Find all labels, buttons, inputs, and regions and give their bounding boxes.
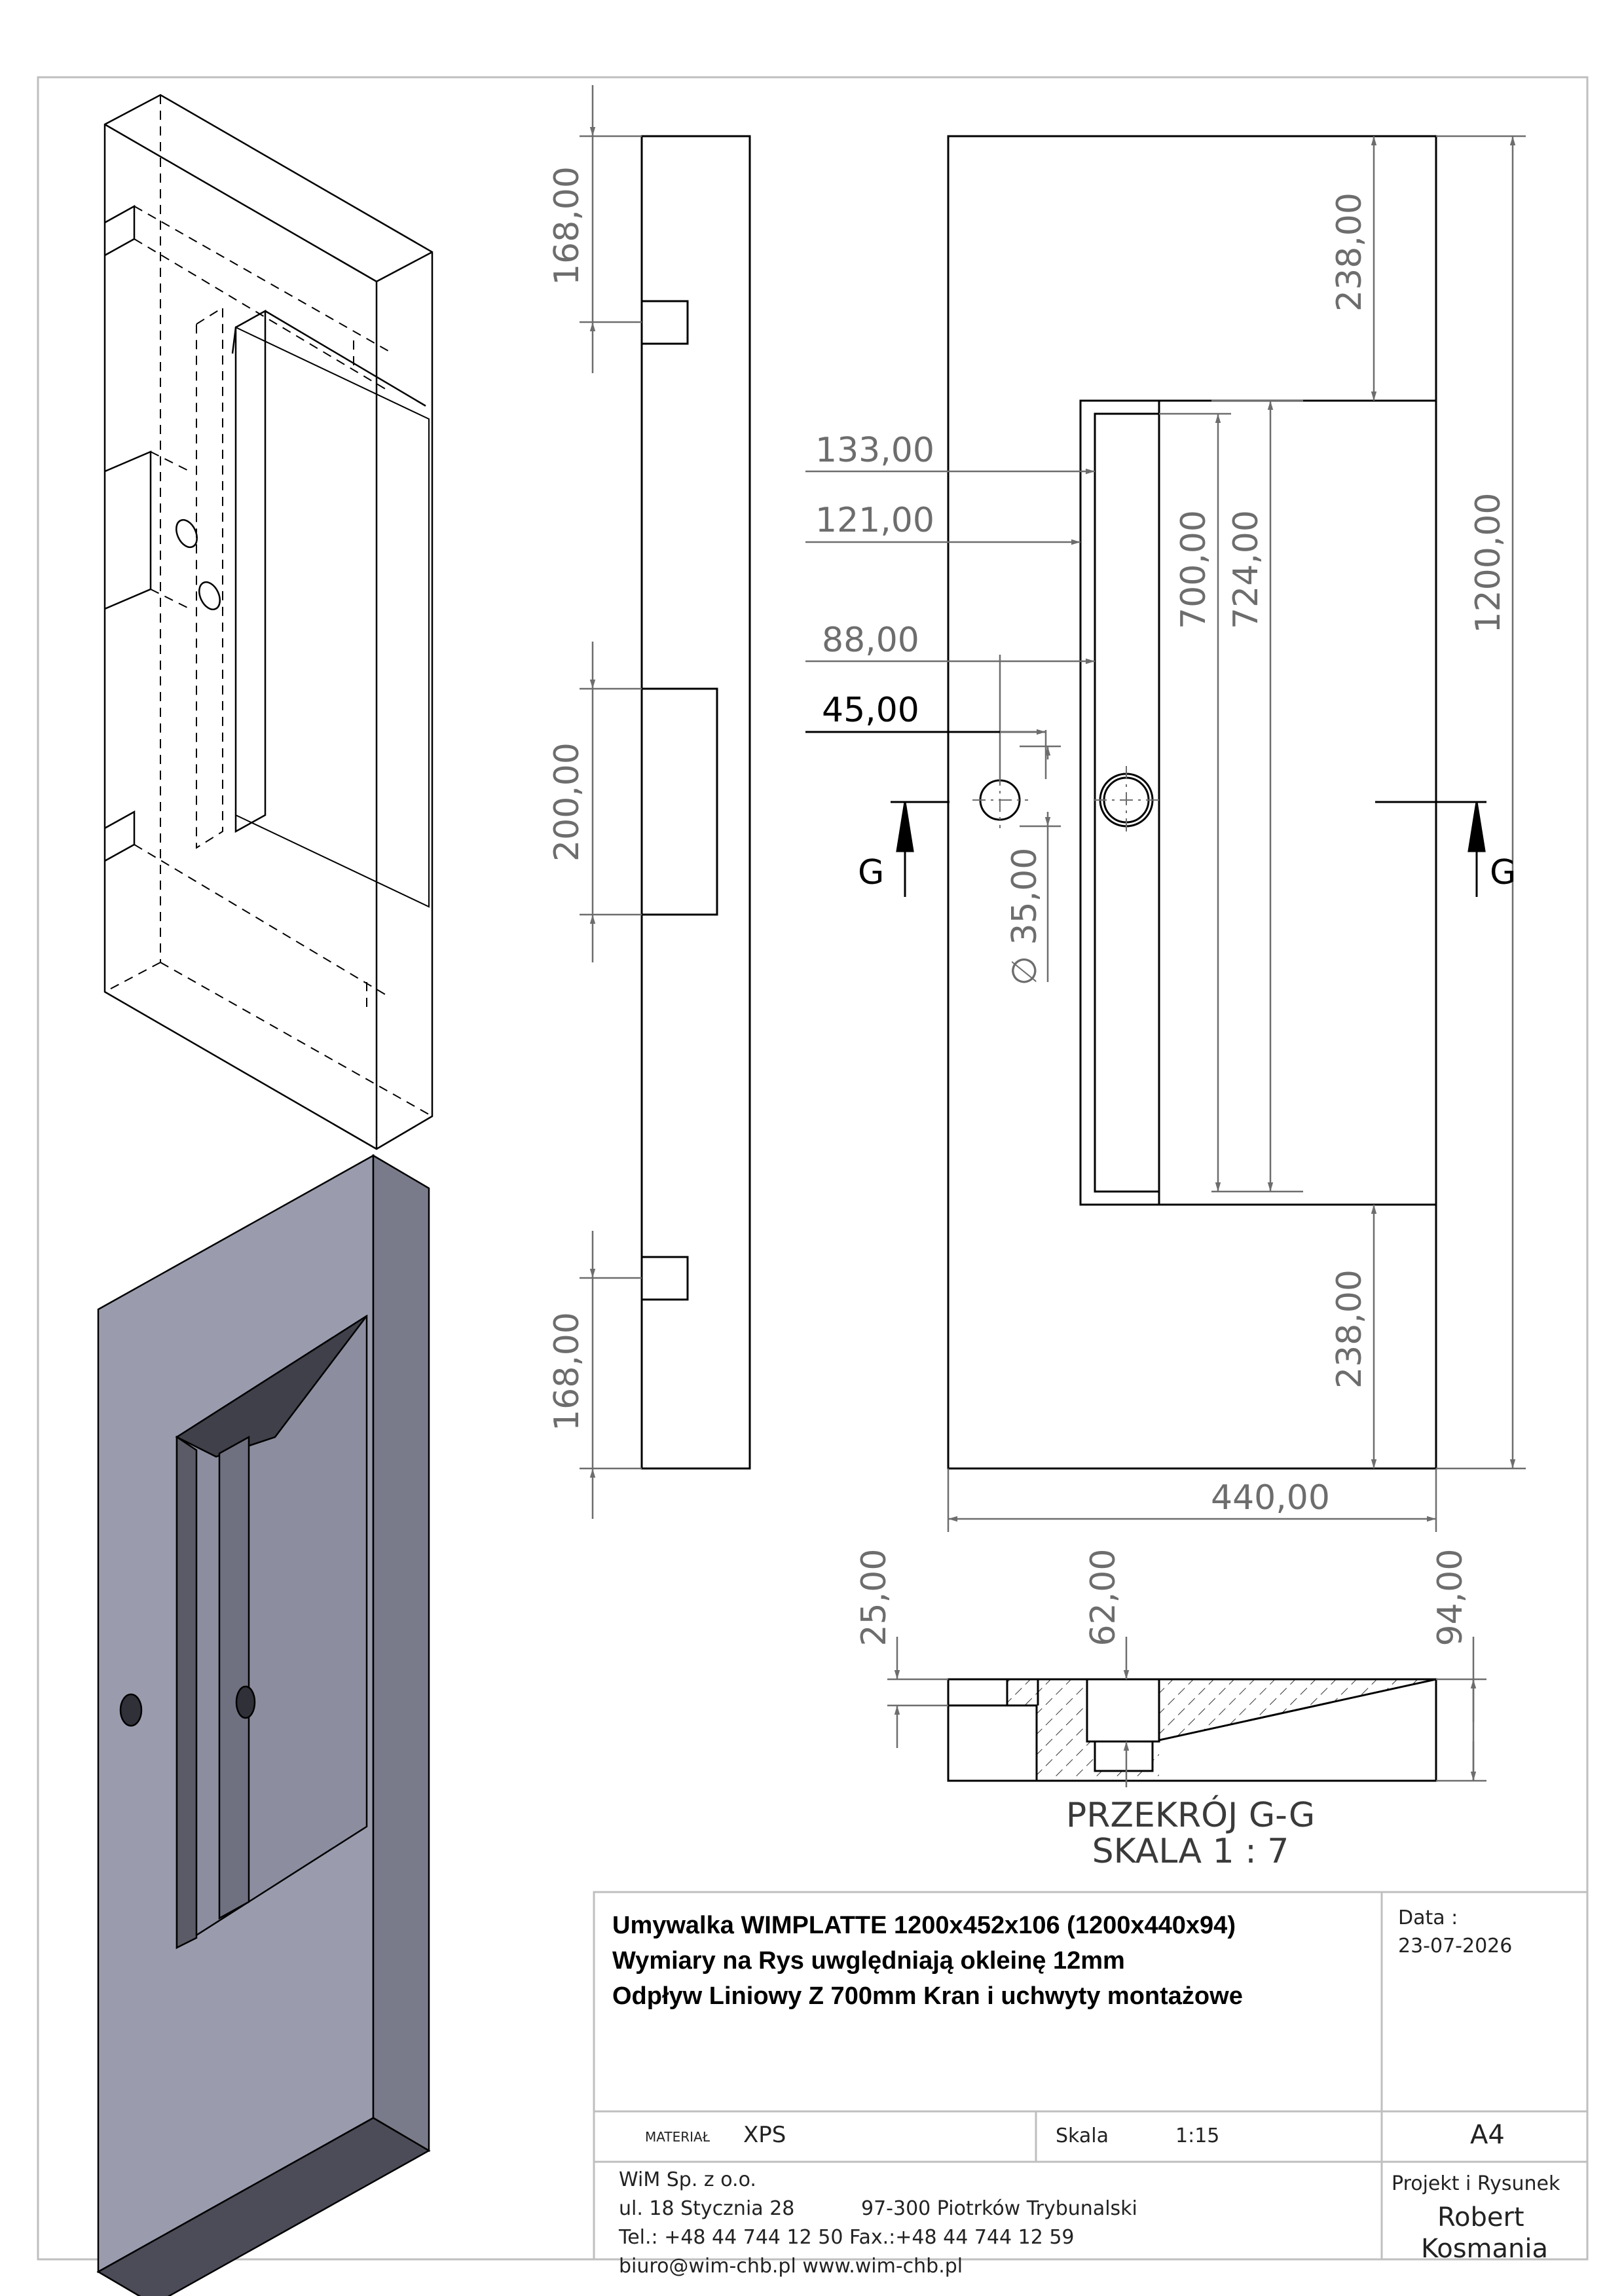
dim-section-62: 62,00	[1084, 1549, 1123, 1647]
section-title: PRZEKRÓJ G-G	[1066, 1795, 1315, 1835]
dim-front-width: 440,00	[1211, 1478, 1330, 1518]
side-view: 168,00 200,00 168,00	[547, 85, 751, 1519]
dim-section-94: 94,00	[1431, 1549, 1470, 1647]
dim-front-total: 1200,00	[1469, 492, 1508, 633]
dim-hole-diameter: ∅ 35,00	[1005, 848, 1044, 986]
dim-section-25: 25,00	[855, 1549, 894, 1647]
address-city: 97-300 Piotrków Trybunalski	[861, 2197, 1137, 2220]
author-label: Projekt i Rysunek	[1392, 2172, 1560, 2195]
tap-hole	[119, 1693, 143, 1727]
dim-front-top: 238,00	[1330, 192, 1369, 312]
material-value: XPS	[743, 2122, 786, 2148]
address-street: ul. 18 Stycznia 28	[619, 2197, 795, 2220]
title-line-3: Odpływ Liniowy Z 700mm Kran i uchwyty mo…	[612, 1982, 1243, 2010]
dim-side-middle: 200,00	[547, 742, 587, 862]
author-first-name: Robert	[1437, 2202, 1524, 2232]
contact-links: biuro@wim-chb.pl www.wim-chb.pl	[619, 2255, 963, 2278]
isometric-shaded-view	[96, 1154, 431, 2296]
section-marker-right: G	[1490, 853, 1516, 892]
drain-hole	[235, 1685, 256, 1719]
date-label: Data :	[1398, 1906, 1458, 1929]
phone-fax: Tel.: +48 44 744 12 50 Fax.:+48 44 744 1…	[619, 2226, 1075, 2249]
scale-value: 1:15	[1175, 2124, 1220, 2147]
isometric-wireframe-view	[103, 94, 434, 1150]
dim-front-bottom: 238,00	[1330, 1269, 1369, 1389]
section-view: 25,00 62,00 94,00 PRZEKRÓJ G-G SKALA 1 :…	[855, 1549, 1486, 1871]
section-scale: SKALA 1 : 7	[1092, 1832, 1289, 1871]
author-last-name: Kosmania	[1421, 2234, 1549, 2264]
material-label: MATERIAŁ	[645, 2129, 710, 2145]
company-name: WiM Sp. z o.o.	[619, 2168, 756, 2191]
section-marker-left: G	[858, 853, 884, 892]
paper-size: A4	[1470, 2120, 1505, 2150]
dim-offset-45: 45,00	[822, 691, 919, 730]
dim-side-bottom: 168,00	[547, 1312, 587, 1431]
title-block-grid	[593, 1891, 1589, 2261]
scale-label: Skala	[1056, 2124, 1109, 2147]
dim-offset-121: 121,00	[815, 501, 934, 540]
dim-inner-700: 700,00	[1174, 510, 1213, 629]
dim-offset-88: 88,00	[822, 621, 919, 660]
dim-side-top: 168,00	[547, 166, 587, 285]
title-line-2: Wymiary na Rys uwględniają okleinę 12mm	[612, 1947, 1125, 1975]
front-view: 238,00 238,00 1200,00 724,00 700,00 440,…	[805, 135, 1526, 1532]
dim-inner-724: 724,00	[1227, 510, 1266, 629]
date-value: 23-07-2026	[1398, 1935, 1513, 1958]
title-line-1: Umywalka WIMPLATTE 1200x452x106 (1200x44…	[612, 1912, 1236, 1939]
dim-offset-133: 133,00	[815, 431, 934, 470]
